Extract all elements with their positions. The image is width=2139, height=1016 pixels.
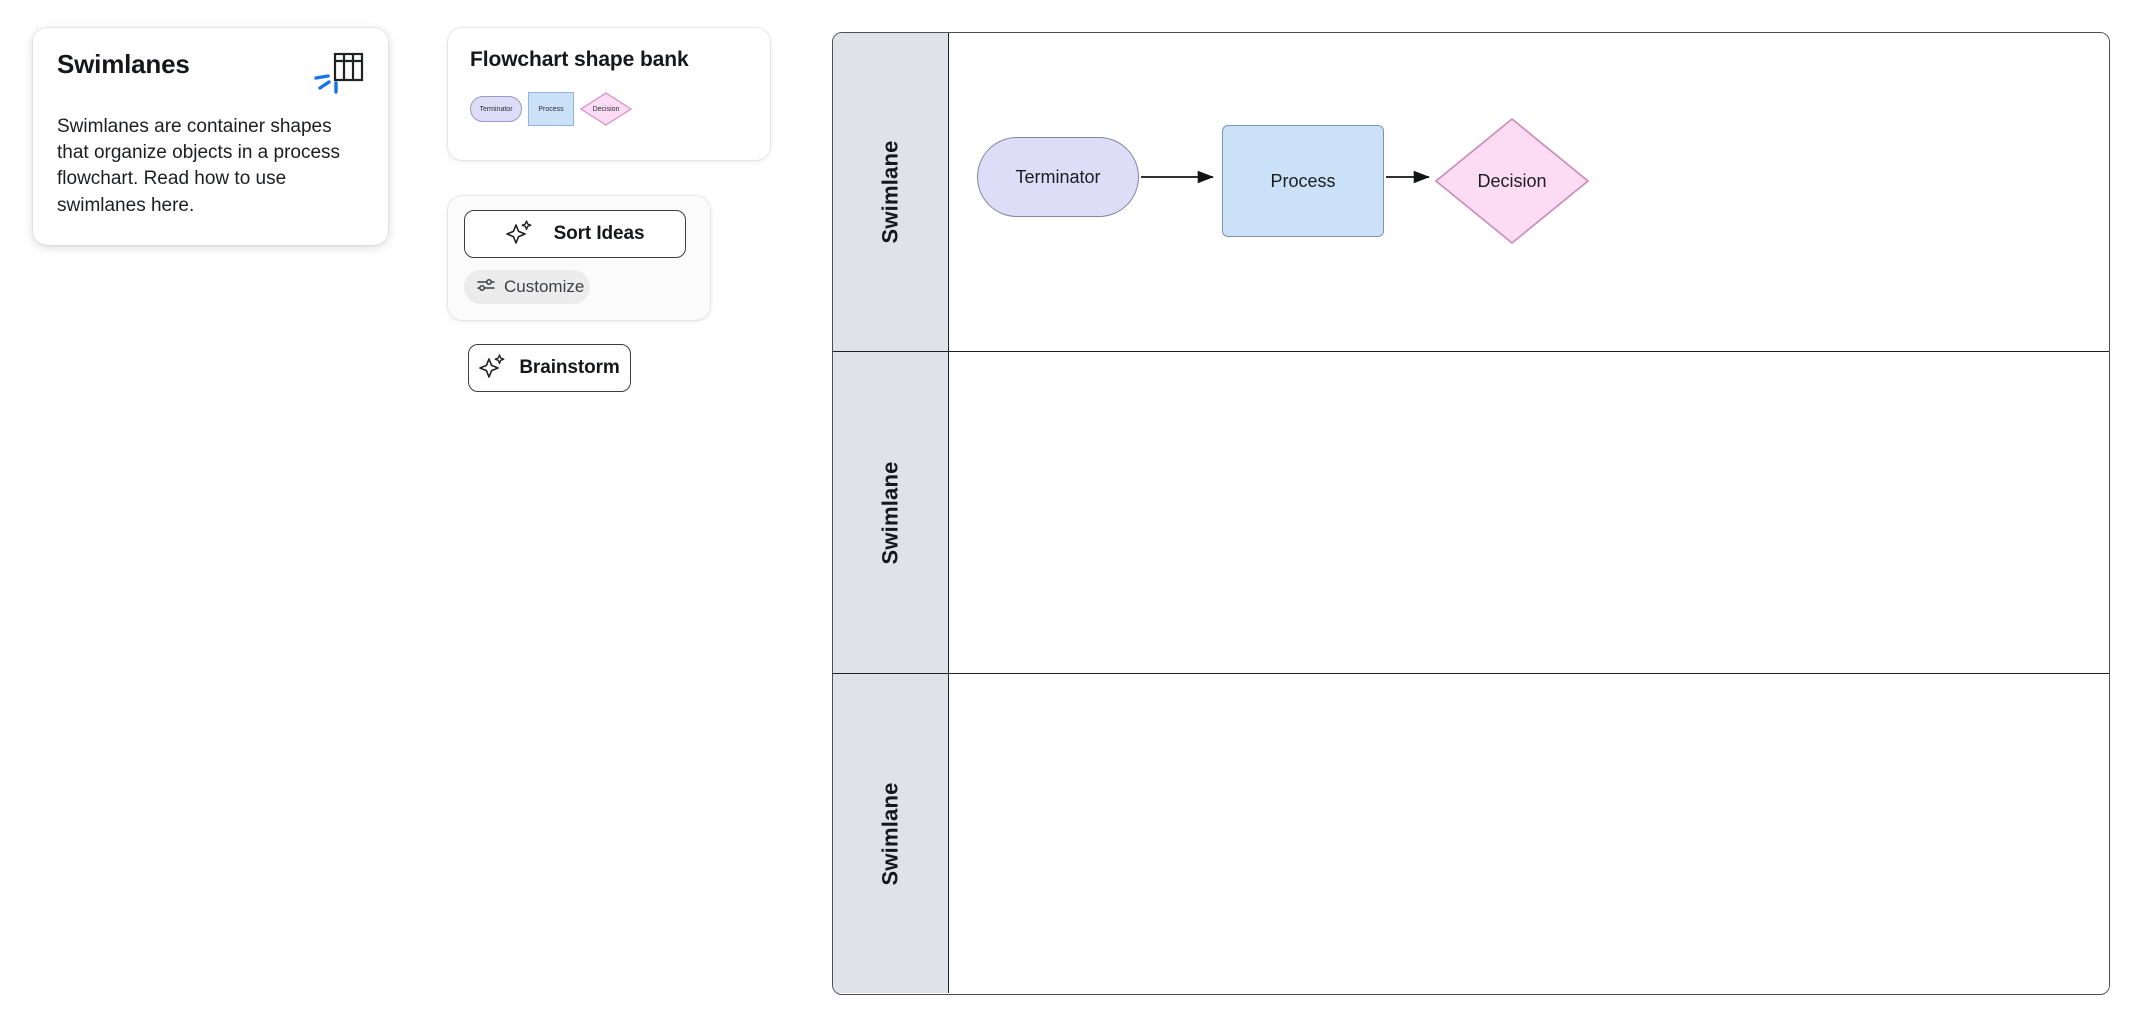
info-card-body: Swimlanes are container shapes that orga…: [57, 114, 364, 219]
table-columns-icon: [314, 52, 364, 98]
flowchart-group: Terminator Process Decision: [949, 33, 2109, 351]
swimlane-row-2[interactable]: Swimlane: [833, 351, 2109, 673]
sparkle-icon: [505, 219, 532, 250]
sliders-icon: [476, 276, 496, 299]
shape-bank-item-terminator[interactable]: Terminator: [470, 96, 522, 122]
swimlane-row-3[interactable]: Swimlane: [833, 673, 2109, 993]
node-terminator-label: Terminator: [1015, 166, 1101, 187]
ai-actions-panel: Sort Ideas Customize: [448, 196, 710, 320]
swimlane-body-2[interactable]: [949, 352, 2109, 673]
decision-diamond-shape: [1434, 117, 1590, 245]
shape-bank-shape-list: Terminator Process Decision: [470, 92, 748, 126]
node-process-label: Process: [1270, 170, 1336, 191]
customize-label: Customize: [504, 277, 585, 296]
swimlane-label-3: Swimlane: [877, 781, 903, 886]
swimlane-body-1[interactable]: Terminator Process Decision: [949, 33, 2109, 351]
sort-ideas-button[interactable]: Sort Ideas: [464, 210, 686, 258]
swimlane-header-2[interactable]: Swimlane: [833, 352, 949, 673]
customize-button[interactable]: Customize: [464, 270, 590, 304]
swimlane-body-3[interactable]: [949, 674, 2109, 993]
swimlane-label-2: Swimlane: [877, 460, 903, 565]
node-decision-label: Decision: [1477, 170, 1547, 191]
flowchart-shape-bank-panel: Flowchart shape bank Terminator Process …: [448, 28, 770, 160]
brainstorm-button[interactable]: Brainstorm: [468, 344, 631, 392]
swimlane-label-1: Swimlane: [877, 140, 903, 244]
node-process[interactable]: Process: [1222, 125, 1384, 237]
shape-bank-item-process[interactable]: Process: [528, 92, 574, 126]
swimlane-header-1[interactable]: Swimlane: [833, 33, 949, 351]
swimlane-diagram[interactable]: Swimlane Terminator: [832, 32, 2110, 995]
shape-bank-item-decision[interactable]: Decision: [580, 92, 632, 126]
node-terminator[interactable]: Terminator: [977, 137, 1139, 217]
page-title: Swimlanes: [57, 49, 190, 79]
info-card-text: Swimlanes are container shapes that orga…: [57, 116, 341, 216]
brainstorm-label: Brainstorm: [519, 357, 620, 378]
swimlane-header-3[interactable]: Swimlane: [833, 674, 949, 993]
shape-bank-label-process: Process: [538, 105, 564, 113]
decision-diamond-shape: [580, 92, 632, 126]
shape-bank-label-decision: Decision: [592, 105, 620, 113]
node-decision[interactable]: Decision: [1434, 117, 1590, 245]
sparkle-icon: [479, 353, 505, 384]
sort-ideas-label: Sort Ideas: [553, 223, 645, 244]
shape-bank-label-terminator: Terminator: [479, 105, 513, 113]
swimlane-row-1[interactable]: Swimlane Terminator: [833, 33, 2109, 351]
shape-bank-title: Flowchart shape bank: [470, 48, 689, 71]
info-card-header: Swimlanes: [57, 50, 364, 98]
swimlanes-info-card: Swimlanes Swimlanes are container shapes…: [33, 28, 388, 245]
